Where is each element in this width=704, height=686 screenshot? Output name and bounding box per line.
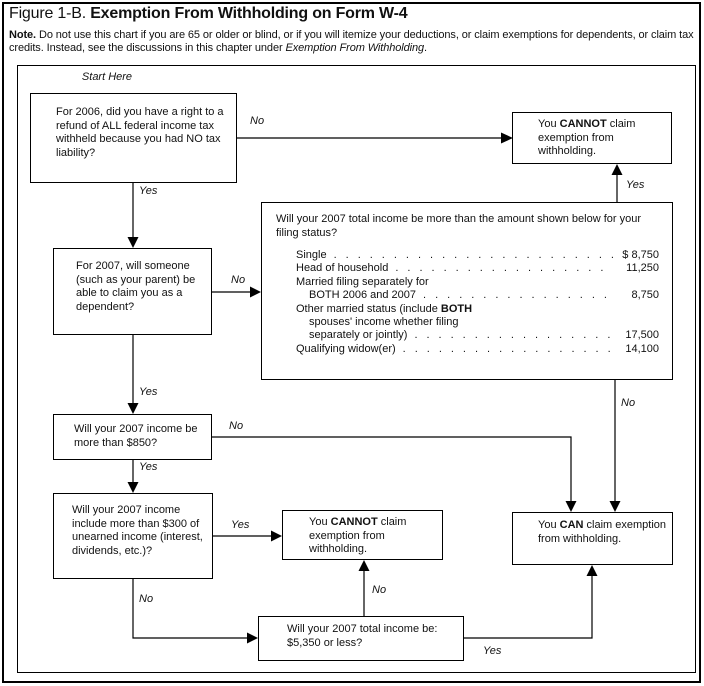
edge-q1-yes [127, 183, 139, 248]
income-table-row: BOTH 2006 and 2007......................… [296, 289, 659, 302]
figure-note: Note. Do not use this chart if you are 6… [9, 29, 697, 55]
edge-label-yes: Yes [231, 519, 250, 531]
start-here-label: Start Here [81, 71, 133, 83]
income-table-row: Qualifying widow(er)....................… [296, 343, 659, 356]
node-filing-status-table: Will your 2007 total income be more than… [261, 202, 673, 380]
edge-big-no [609, 380, 621, 512]
filing-status-label: Qualifying widow(er) [296, 342, 396, 355]
node-text: claim exemption from withholding. [309, 516, 407, 555]
figure-title: Figure 1-B. Exemption From Withholding o… [9, 5, 408, 23]
node-text-bold: CANNOT [330, 516, 378, 528]
edge-label-yes: Yes [139, 386, 158, 398]
income-table-row: separately or jointly)..................… [296, 329, 659, 342]
flowchart-border [17, 65, 696, 673]
node-question-total-income-5350: Will your 2007 total income be: $5,350 o… [258, 616, 464, 661]
edge-label-yes: Yes [139, 185, 158, 197]
edge-q1-no [237, 132, 513, 144]
filing-status-label: spouses' income whether filing [309, 315, 459, 328]
node-text-bold: CAN [559, 519, 584, 531]
figure-title-text: Exemption From Withholding on Form W-4 [90, 5, 408, 22]
edge-q5-no [358, 560, 370, 616]
filing-status-label: Single [296, 249, 327, 261]
node-text: Will your 2007 total income be: $5,350 o… [287, 623, 438, 649]
node-cannot-claim-top: You CANNOT claim exemption from withhold… [512, 112, 672, 164]
node-text: Will your 2007 income include more than … [72, 504, 203, 557]
filing-status-label: Married filing separately for [296, 275, 429, 288]
edge-label-yes: Yes [626, 179, 645, 191]
figure-number-label: Figure 1-B. [9, 5, 86, 22]
edge-label-no: No [229, 420, 244, 432]
edge-label-yes: Yes [483, 645, 502, 657]
note-text: Do not use this chart if you are 65 or o… [9, 29, 694, 54]
edge-label-no: No [250, 115, 265, 127]
edge-big-yes [611, 164, 623, 202]
edge-label-no: No [231, 274, 246, 286]
node-can-claim: You CAN claim exemption from withholding… [512, 512, 673, 565]
filing-status-label: Other married status (include BOTH [296, 302, 473, 315]
income-table-row: Head of household.......................… [296, 262, 659, 275]
node-text: claim exemption from withholding. [538, 519, 667, 545]
note-label: Note. [9, 29, 37, 41]
dot-leader: ........................................ [402, 342, 613, 355]
income-table: Single..................................… [296, 249, 659, 356]
edge-label-no: No [372, 584, 387, 596]
node-text: You [538, 519, 560, 531]
node-question-income-over-850: Will your 2007 income be more than $850? [53, 414, 212, 460]
filing-status-amount: 17,500 [625, 329, 659, 342]
edge-q2-yes [127, 335, 139, 414]
filing-status-amount: 11,250 [626, 262, 659, 275]
edge-label-yes: Yes [139, 461, 158, 473]
node-question-refund-2006: For 2006, did you have a right to a refu… [30, 93, 237, 183]
edge-q2-no [212, 286, 261, 298]
edge-q5-yes [464, 565, 598, 639]
edge-label-no: No [621, 397, 636, 409]
edge-q4-yes [213, 530, 282, 542]
filing-status-label: Head of household [296, 262, 389, 275]
dot-leader: ........................................ [414, 329, 613, 342]
income-table-row: spouses' income whether filing [296, 316, 659, 329]
income-table-row: Married filing separately for [296, 276, 659, 289]
edge-q4-no [132, 579, 258, 644]
filing-status-amount: 8,750 [631, 289, 659, 302]
node-cannot-claim-middle: You CANNOT claim exemption from withhold… [282, 510, 443, 560]
node-question-dependent-2007: For 2007, will someone (such as your par… [53, 248, 212, 335]
income-table-row: Other married status (include BOTH [296, 303, 659, 316]
node-question-unearned-income: Will your 2007 income include more than … [53, 493, 213, 579]
income-table-row: Single..................................… [296, 249, 659, 262]
filing-status-amount: 14,100 [625, 342, 659, 355]
filing-status-amount: $ 8,750 [622, 249, 659, 261]
node-text: For 2007, will someone (such as your par… [76, 260, 196, 313]
filing-status-heading: Will your 2007 total income be more than… [276, 213, 642, 239]
edge-q3-yes [127, 460, 139, 493]
dot-leader: ........................................ [423, 289, 613, 302]
dot-leader: ........................................ [333, 249, 613, 261]
node-text: For 2006, did you have a right to a refu… [56, 106, 224, 159]
node-text: claim exemption from withholding. [538, 118, 636, 157]
filing-status-label: separately or jointly) [309, 329, 408, 342]
node-text-bold: CANNOT [559, 118, 607, 130]
filing-status-label: BOTH 2006 and 2007 [309, 289, 417, 302]
dot-leader: ........................................ [395, 262, 613, 275]
note-italic-reference: Exemption From Withholding [285, 42, 425, 54]
node-text: You [309, 516, 331, 528]
node-text: Will your 2007 income be more than $850? [74, 423, 198, 449]
node-text: You [538, 118, 560, 130]
edge-q3-no [212, 436, 577, 512]
note-period: . [424, 42, 427, 54]
edge-label-no: No [139, 593, 154, 605]
